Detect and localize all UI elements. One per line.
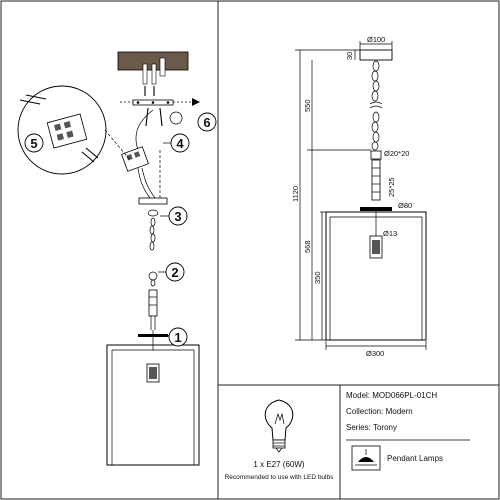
cap-diameter-label: Ø80 [398,201,412,210]
canopy-height-label: 30 [345,52,354,60]
terminal-detail-magnifier [17,85,131,175]
shade-height-label: 350 [313,271,322,284]
terminal-block [121,146,149,172]
chain-drawing [369,60,383,151]
canopy-outline [359,49,393,61]
product-type-text: Pendant Lamps [387,454,443,463]
bulb-spec-text: 1 x E27 (60W) [253,460,304,469]
model-text: Model: MOD066PL-01CH [346,391,437,400]
step-5-callout: 5 [24,133,44,153]
installation-diagram: 6 5 4 3 2 1 [17,51,217,466]
step-3-label: 3 [174,209,181,224]
cap-outline [360,207,392,211]
mounting-bracket [120,98,200,106]
chain-length-label: 550 [303,99,312,112]
shade-length-label: 568 [303,240,312,253]
bulb-icon [264,399,294,453]
bracket-screws [145,107,163,127]
step-3-callout: 3 [160,206,188,226]
step-6-callout: 6 [169,111,217,132]
hook-link [148,271,158,287]
supply-wire [135,109,154,151]
connector-outline [370,150,382,160]
screws [144,86,155,96]
socket-diameter-label: Ø13 [383,229,397,238]
step-1-callout: 1 [167,327,188,347]
bulb-note-text: Recommended to use with LED bulbs [225,474,335,481]
step-2-label: 2 [171,265,178,280]
dimension-drawing: Ø100 30 Ø20*20 25*25 Ø80 [291,35,427,358]
canopy-diameter-label: Ø100 [367,35,385,44]
total-height-label: 1120 [291,186,300,202]
step-1-label: 1 [174,330,181,345]
bulb-spec: 1 x E27 (60W) Recommended to use with LE… [225,399,335,481]
step-6-label: 6 [203,115,210,130]
connector-length-label: 25*25 [387,177,396,197]
lamp-wire [137,167,151,199]
canopy-screw-ring [147,209,159,217]
shade-diameter-label: Ø300 [366,349,384,358]
product-info: Model: MOD066PL-01CH Collection: Modern … [346,391,470,471]
wall-plugs [142,57,166,85]
series-text: Series: Torony [346,423,397,432]
collection-text: Collection: Modern [346,407,413,416]
socket-drawing [369,211,383,259]
chain-upper [149,217,156,251]
pendant-lamp-icon [351,445,381,471]
bulb-socket [146,363,160,383]
suspension-rod [148,289,158,330]
step-5-label: 5 [30,136,37,151]
step-4-callout: 4 [163,133,190,153]
lamp-shade [106,344,200,466]
connector-size-label: Ø20*20 [384,149,409,158]
rod-drawing [371,159,381,201]
canopy [138,197,168,205]
step-4-label: 4 [176,136,184,151]
step-2-callout: 2 [158,262,185,282]
